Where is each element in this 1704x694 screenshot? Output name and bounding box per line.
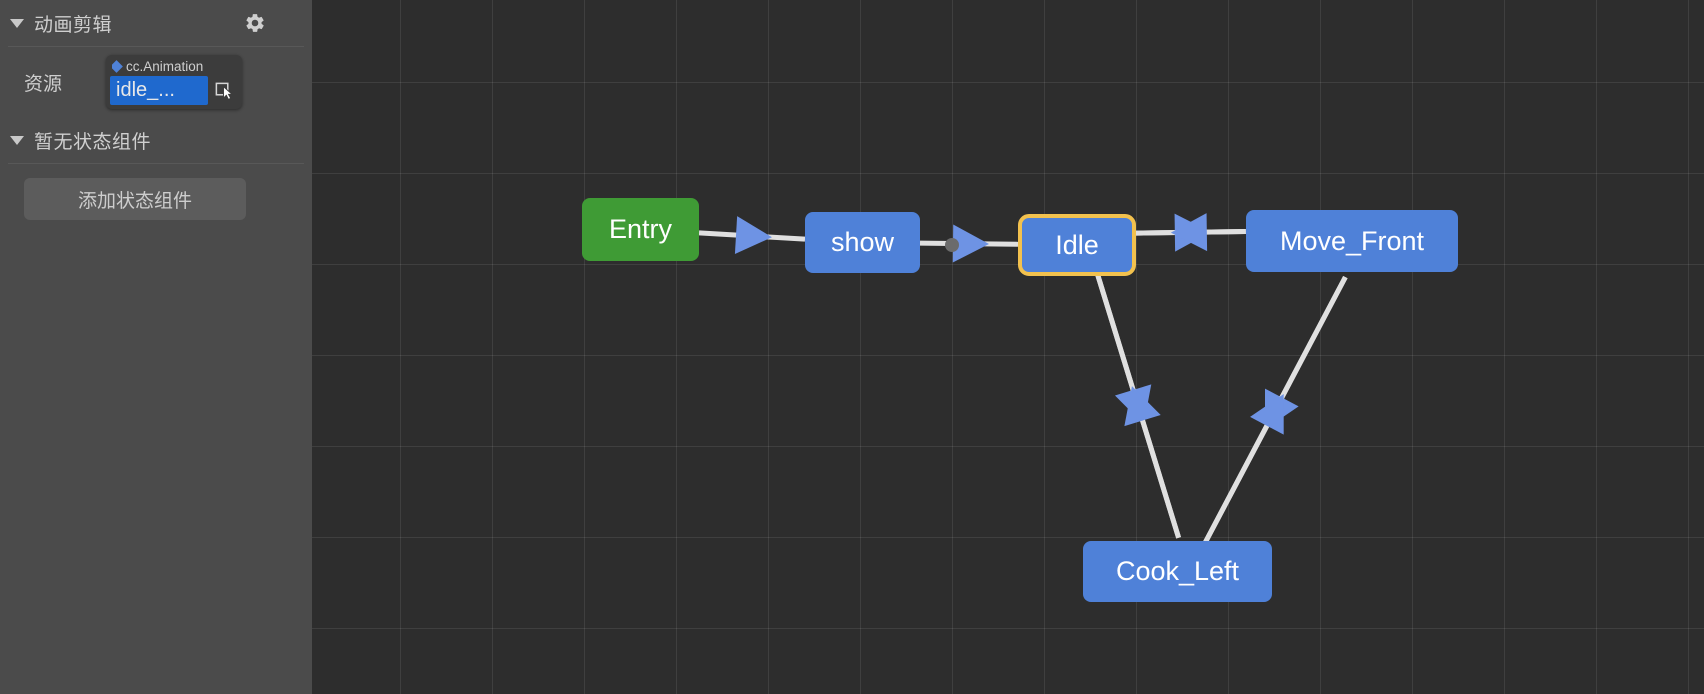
asset-picker-icon[interactable]	[208, 76, 238, 105]
graph-edge-arrow-show-to-idle[interactable]	[952, 224, 989, 263]
graph-node-move_front[interactable]: Move_Front	[1246, 210, 1458, 272]
graph-edge-arrow-cook_left-to-idle[interactable]	[1114, 381, 1161, 427]
graph-node-idle[interactable]: Idle	[1018, 214, 1136, 276]
asset-type-label: cc.Animation	[126, 59, 204, 74]
graph-node-label: Entry	[608, 214, 673, 244]
section-header-no-state-component[interactable]: 暂无状态组件	[0, 117, 312, 163]
graph-edge-arrow-cook_left-to-move_front[interactable]	[1250, 385, 1300, 435]
add-state-component-button[interactable]: 添加状态组件	[24, 178, 246, 220]
graph-node-cook_left[interactable]: Cook_Left	[1083, 541, 1272, 602]
asset-value-field[interactable]: idle_...	[110, 76, 208, 105]
graph-node-label: show	[830, 227, 895, 257]
graph-node-show[interactable]: show	[805, 212, 920, 273]
resource-field-label: 资源	[24, 73, 63, 95]
section-title: 暂无状态组件	[34, 131, 152, 153]
triangle-down-icon[interactable]	[10, 18, 24, 28]
graph-node-entry[interactable]: Entry	[582, 198, 699, 261]
graph-edge-arrow-move_front-to-idle[interactable]	[1170, 213, 1208, 252]
graph-node-label: Idle	[1055, 229, 1099, 260]
asset-picker-box[interactable]: cc.Animation idle_...	[106, 55, 242, 109]
inspector-sidebar: 动画剪辑 资源 cc.Animation idle_...	[0, 0, 312, 694]
graph-node-label: Move_Front	[1279, 225, 1425, 256]
asset-diamond-icon	[112, 60, 123, 73]
divider	[8, 163, 304, 164]
add-state-button-wrap: 添加状态组件	[0, 164, 312, 220]
graph-node-label: Cook_Left	[1115, 556, 1240, 586]
graph-edge-arrow-entry-to-show[interactable]	[734, 216, 773, 256]
divider	[8, 46, 304, 47]
section-header-animation-clip[interactable]: 动画剪辑	[0, 0, 312, 46]
graph-edges	[698, 213, 1348, 548]
asset-type-row: cc.Animation	[112, 59, 238, 74]
gear-icon[interactable]	[244, 12, 266, 34]
resource-field-row: 资源 cc.Animation idle_...	[0, 47, 312, 117]
triangle-down-icon[interactable]	[10, 135, 24, 145]
asset-value-row: idle_...	[110, 76, 238, 105]
section-title: 动画剪辑	[34, 14, 113, 36]
graph-edge-handle-dot[interactable]	[945, 238, 959, 252]
